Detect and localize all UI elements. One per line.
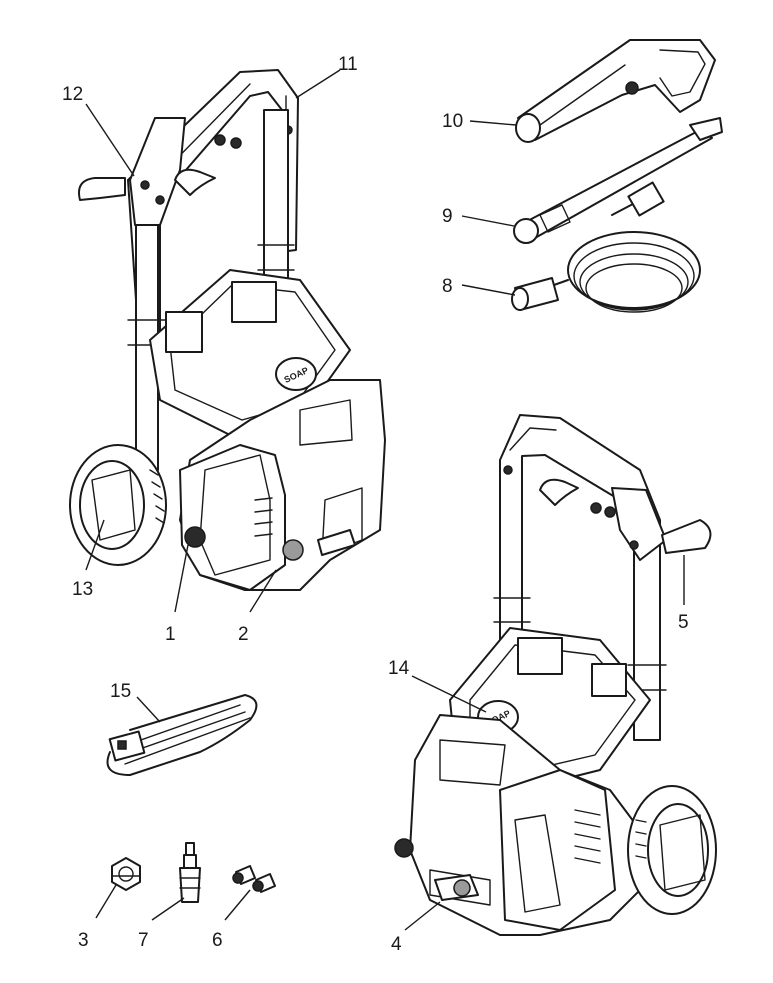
leader-4 [404,901,441,931]
spray-lance [513,117,723,244]
leader-15 [136,696,161,723]
leader-13 [85,519,105,571]
callout-5: 5 [678,612,689,633]
hose-adapter-nut [111,857,141,891]
callout-11: 11 [338,54,358,75]
callout-6: 6 [212,930,223,951]
turbo-nozzle [179,842,201,903]
quick-connect-nozzles [232,865,276,893]
high-pressure-hose [511,181,701,313]
callout-14: 14 [388,658,410,679]
callout-8: 8 [442,276,453,297]
callout-10: 10 [442,111,463,132]
leader-2 [249,569,277,613]
leader-lines [85,69,685,931]
leader-9 [461,215,515,227]
callout-9: 9 [442,206,453,227]
leader-12 [85,103,135,177]
callout-15: 15 [110,681,131,702]
callout-12: 12 [62,84,83,105]
leader-3 [95,884,117,919]
leader-1 [174,544,189,613]
coiled-power-cord [106,694,258,776]
callout-1: 1 [165,624,176,645]
leader-11 [295,69,341,99]
spray-gun [515,39,716,143]
leader-10 [469,120,517,126]
callout-7: 7 [138,930,149,951]
callout-2: 2 [238,624,249,645]
leader-8 [461,284,516,296]
pressure-washer-front-view: SOAP [69,69,386,591]
leader-6 [224,889,251,921]
pressure-washer-rear-view: SOAP [394,414,717,936]
callout-labels: 1 2 3 4 5 6 7 8 9 10 11 12 13 14 15 [62,54,689,955]
callout-3: 3 [78,930,89,951]
callout-4: 4 [391,934,402,955]
callout-13: 13 [72,579,93,600]
leader-14 [411,675,487,713]
leader-7 [151,897,185,921]
